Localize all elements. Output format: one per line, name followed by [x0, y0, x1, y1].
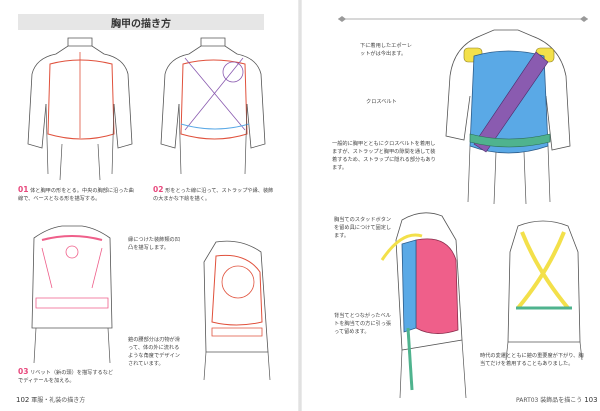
left-running-title: 軍服・礼装の描き方 [31, 397, 86, 404]
figure-step-3 [31, 225, 113, 364]
side-note-waist: 鎧の腰部分は刃物が滑って、体の外に流れるような角度でデザインされています。 [128, 337, 180, 367]
left-folio: 102 軍服・礼装の描き方 [16, 395, 85, 404]
right-folio: PART03 装飾品を描こう 103 [516, 395, 598, 404]
note-crossbelt: 一般的に胸甲とともにクロスベルトを着用しますが、ストラップと胸甲の隙間を通して装… [332, 141, 436, 171]
figure-cuirass-front [445, 29, 571, 205]
step-2-note: 02 形をとった線に沿って、ストラップや縁、装飾の大まかな下絵を描く。 [153, 186, 278, 203]
right-page-number: 103 [584, 396, 598, 404]
step-3-note: 03 リベット（鋲の頭）を描写するなどでディテールを加える。 [18, 368, 118, 385]
decorative-rule [338, 16, 588, 22]
side-note-decoration: 縁につけた装飾類の凹凸を描写します。 [128, 237, 180, 251]
note-epaulette: 下に着用したエポーレットがは今出ます。 [360, 43, 412, 57]
right-page: 下に着用したエポーレットがは今出ます。 クロスベルト 一般的に胸甲とともにクロス… [302, 0, 600, 411]
figure-side-view [203, 240, 271, 381]
page-gutter [298, 0, 302, 411]
left-page: 胸甲の描き方 01 体と胸甲の形をとる。中央の胸部に沿った曲線で、ベースとなる形… [0, 0, 298, 411]
section-title-bar: 胸甲の描き方 [18, 14, 264, 30]
right-running-title: PART03 装飾品を描こう [516, 397, 583, 404]
left-page-number: 102 [16, 396, 30, 404]
figure-back-straps [505, 220, 583, 361]
note-era: 時代の変遷とともに鎧の重要度が下がり、胸当てだけを着用することもありました。 [480, 353, 584, 367]
step-2-text: 形をとった線に沿って、ストラップや縁、装飾の大まかな下絵を描く。 [153, 188, 274, 202]
figure-cuirass-side [380, 212, 467, 399]
step-2-number: 02 [153, 185, 164, 194]
label-crossbelt: クロスベルト [366, 99, 397, 105]
step-1-number: 01 [18, 185, 29, 194]
figure-step-2 [160, 37, 266, 175]
section-title: 胸甲の描き方 [111, 19, 171, 30]
figure-step-1 [27, 37, 133, 181]
step-3-number: 03 [18, 367, 29, 376]
note-belt: 背当てとつながったベルトを胸当ての方に引っ張って留めます。 [334, 313, 392, 335]
step-1-note: 01 体と胸甲の形をとる。中央の胸部に沿った曲線で、ベースとなる形を描写する。 [18, 186, 136, 203]
note-button: 胸当てのスタッドボタンを留め具につけて固定します。 [334, 217, 392, 239]
step-1-text: 体と胸甲の形をとる。中央の胸部に沿った曲線で、ベースとなる形を描写する。 [18, 188, 134, 202]
step-3-text: リベット（鋲の頭）を描写するなどでディテールを加える。 [18, 370, 114, 384]
